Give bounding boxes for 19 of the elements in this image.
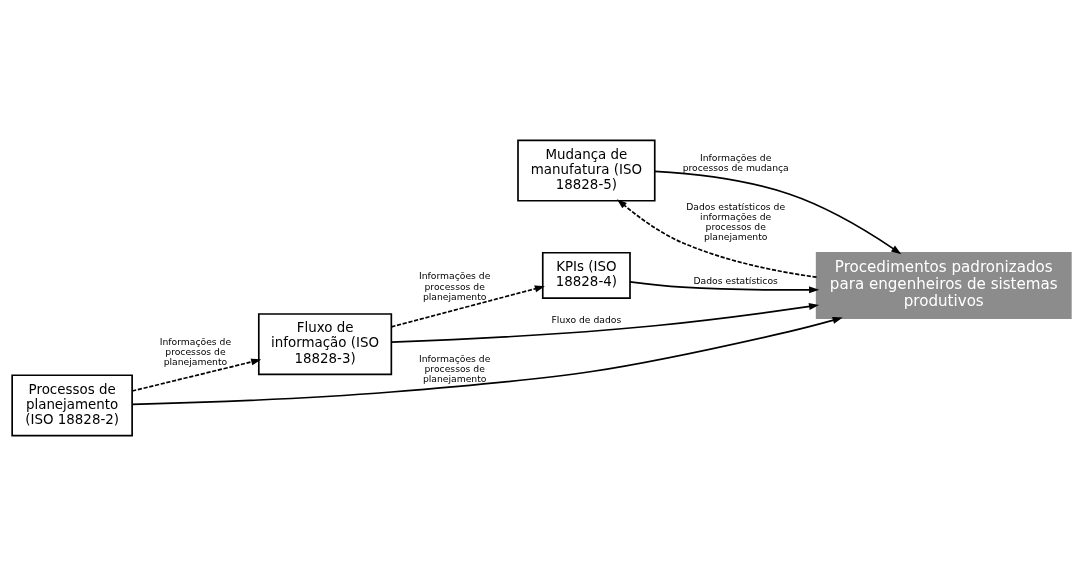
edge-label: Informações de processos de planejamento xyxy=(419,352,491,384)
arrow xyxy=(390,303,820,343)
node-box: Mudança de manufatura (ISO 18828-5) xyxy=(517,139,656,202)
node-box: Procedimentos padronizados para engenheiros de sistemas produtivos xyxy=(815,251,1072,320)
edge-label: Informações de processos de planejamento xyxy=(159,335,232,368)
edge-label: Dados estatísticos de informações de processos de planejamento xyxy=(686,200,786,243)
node-box: Fluxo de informação (ISO 18828-3) xyxy=(257,313,393,376)
arrow xyxy=(131,358,262,392)
edge-label: Informações de processos de mudança xyxy=(682,152,789,174)
edge-label: Informações de processos de planejamento xyxy=(419,270,491,302)
node-box: KPIs (ISO 18828-4) xyxy=(541,251,631,299)
edge-label: Dados estatísticos xyxy=(693,275,778,287)
edge-label: Fluxo de dados xyxy=(551,314,622,326)
arrow xyxy=(629,281,820,294)
arrow xyxy=(390,285,545,328)
arrow xyxy=(131,316,843,406)
arrow xyxy=(616,199,818,279)
arrow xyxy=(654,170,902,255)
node-box: Processos de planejamento (ISO 18828-2) xyxy=(11,374,133,437)
